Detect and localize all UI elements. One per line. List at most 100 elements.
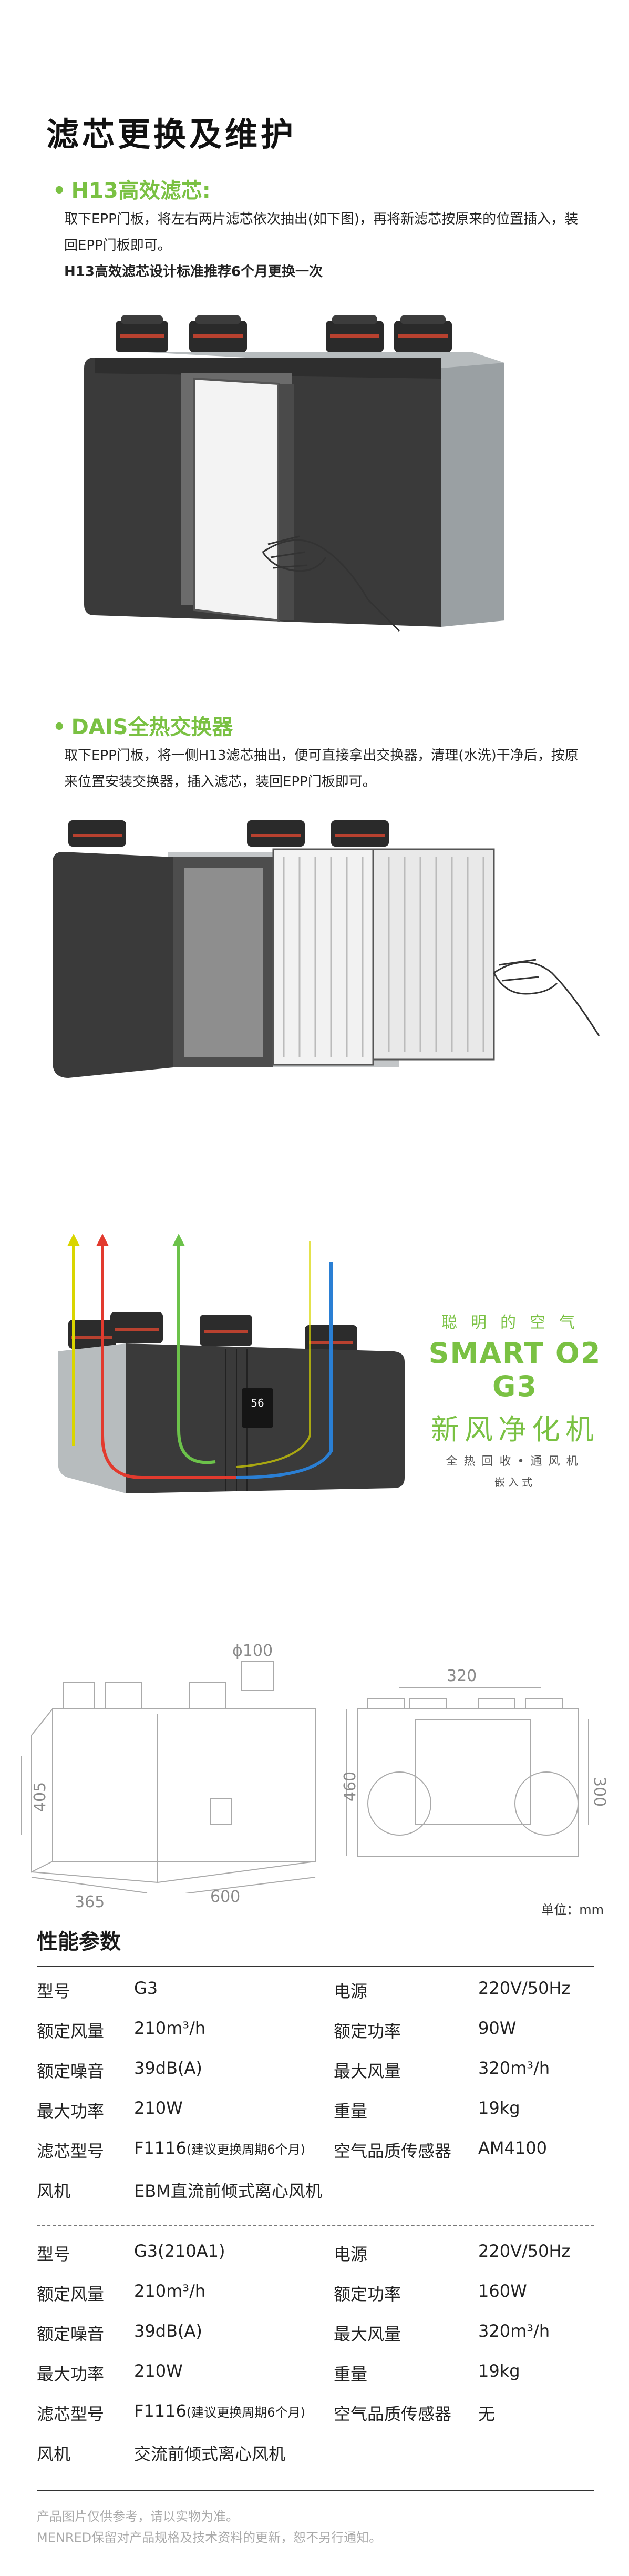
spec-row: 额定噪音 39dB(A) 最大风量 320m³/h: [37, 2321, 604, 2361]
brand-mount-text: 嵌入式: [494, 1476, 535, 1489]
footnote-line-1: 产品图片仅供参考，请以实物为准。: [37, 2509, 239, 2524]
spec-key: 滤芯型号: [37, 2141, 105, 2161]
spec-key: 滤芯型号: [37, 2404, 105, 2424]
spec-key: 电源: [334, 2244, 368, 2264]
spec-key: 最大功率: [37, 2101, 105, 2121]
brand-product-name: 新风净化机: [431, 1413, 599, 1446]
spec-key: 额定噪音: [37, 2324, 105, 2344]
spec-value-note: (建议更换周期6个月): [186, 2142, 305, 2157]
spec-value: G3(210A1): [134, 2241, 225, 2261]
specs-top-rule: [37, 1966, 594, 1967]
spec-row: 滤芯型号 F1116(建议更换周期6个月) 空气品质传感器 无: [37, 2401, 604, 2441]
dim-inner-height: 300: [590, 1776, 609, 1807]
dim-width: 600: [210, 1888, 241, 1906]
spec-key: 额定功率: [334, 2284, 401, 2304]
section-h13-description: 取下EPP门板，将左右两片滤芯依次抽出(如下图)，再将新滤芯按原来的位置插入，装…: [64, 211, 579, 253]
spec-value-text: F1116: [134, 2401, 187, 2421]
spec-key: 重量: [334, 2364, 368, 2384]
spec-value: AM4100: [478, 2138, 547, 2158]
product-airflow-illustration: 56: [58, 1234, 405, 1493]
spec-value: 210m³/h: [134, 2018, 206, 2038]
spec-divider: [37, 2225, 594, 2226]
section-h13-note: H13高效滤芯设计标准推荐6个月更换一次: [64, 264, 323, 280]
spec-row: 额定风量 210m³/h 额定功率 160W: [37, 2281, 604, 2321]
spec-value: 220V/50Hz: [478, 1978, 571, 1998]
spec-value-note: (建议更换周期6个月): [186, 2405, 305, 2420]
spec-value: 无: [478, 2404, 496, 2424]
spec-key: 最大风量: [334, 2061, 401, 2081]
spec-value: F1116(建议更换周期6个月): [134, 2401, 305, 2421]
spec-key: 风机: [37, 2181, 71, 2201]
spec-key: 额定噪音: [37, 2061, 105, 2081]
spec-key: 最大风量: [334, 2324, 401, 2344]
section-title-dais: •DAIS全热交换器: [53, 710, 233, 740]
section-title-h13: •H13高效滤芯:: [53, 174, 211, 204]
spec-key: 风机: [37, 2444, 71, 2464]
brand-mount-type: 嵌入式: [415, 1474, 615, 1489]
spec-value: 320m³/h: [478, 2058, 550, 2078]
dim-height-front: 405: [31, 1781, 50, 1813]
spec-table-1: 型号 G3 电源 220V/50Hz 额定风量 210m³/h 额定功率 90W 额定噪音 3…: [37, 1978, 604, 2218]
spec-row: 额定噪音 39dB(A) 最大风量 320m³/h: [37, 2058, 604, 2098]
brand-model: SMART O2 G3: [428, 1337, 602, 1403]
spec-key: 电源: [334, 1981, 368, 2001]
dim-height-back: 460: [341, 1771, 360, 1802]
dim-inner-width: 320: [447, 1667, 477, 1685]
spec-value: 39dB(A): [134, 2058, 202, 2078]
spec-value: EBM直流前倾式离心风机: [134, 2181, 322, 2201]
spec-value: G3: [134, 1978, 158, 1998]
exchanger-removal-illustration: [53, 820, 600, 1078]
bullet-icon: •: [53, 179, 66, 203]
spec-value: 210W: [134, 2361, 183, 2381]
footnote-line-2: MENRED保留对产品规格及技术资料的更新，恕不另行通知。: [37, 2530, 382, 2545]
spec-row: 型号 G3(210A1) 电源 220V/50Hz: [37, 2241, 604, 2281]
filter-removal-illustration: [84, 315, 504, 632]
spec-value: 160W: [478, 2281, 527, 2301]
spec-value: 90W: [478, 2018, 517, 2038]
spec-key: 型号: [37, 1981, 71, 2001]
spec-key: 重量: [334, 2101, 368, 2121]
spec-row: 型号 G3 电源 220V/50Hz: [37, 1978, 604, 2018]
spec-value-text: F1116: [134, 2138, 187, 2158]
section-title-dais-text: DAIS全热交换器: [71, 715, 233, 739]
spec-value: 19kg: [478, 2361, 520, 2381]
spec-value: 220V/50Hz: [478, 2241, 571, 2261]
brand-block: 聪明的空气 SMART O2 G3 新风净化机 全热回收•通风机 嵌入式: [415, 1309, 615, 1489]
bullet-icon: •: [53, 715, 66, 739]
dim-depth: 365: [75, 1893, 105, 1911]
spec-key: 额定风量: [37, 2021, 105, 2041]
spec-value: 210m³/h: [134, 2281, 206, 2301]
control-panel-display: 56: [251, 1397, 264, 1409]
brand-slogan: 聪明的空气: [441, 1314, 589, 1332]
spec-row: 额定风量 210m³/h 额定功率 90W: [37, 2018, 604, 2058]
section-dais-description: 取下EPP门板，将一侧H13滤芯抽出，便可直接拿出交换器，清理(水洗)干净后，按…: [64, 748, 579, 790]
control-panel: [242, 1388, 273, 1428]
spec-key: 空气品质传感器: [334, 2141, 452, 2161]
spec-row: 风机 EBM直流前倾式离心风机: [37, 2178, 604, 2218]
spec-key: 额定风量: [37, 2284, 105, 2304]
spec-value: 210W: [134, 2098, 183, 2118]
spec-key: 空气品质传感器: [334, 2404, 452, 2424]
spec-value: 交流前倾式离心风机: [134, 2444, 286, 2464]
spec-row: 最大功率 210W 重量 19kg: [37, 2098, 604, 2138]
page-title: 滤芯更换及维护: [46, 115, 297, 154]
brand-subtitle: 全热回收•通风机: [446, 1455, 584, 1468]
spec-value: 39dB(A): [134, 2321, 202, 2341]
spec-row: 滤芯型号 F1116(建议更换周期6个月) 空气品质传感器 AM4100: [37, 2138, 604, 2178]
spec-value: 320m³/h: [478, 2321, 550, 2341]
section-title-h13-text: H13高效滤芯:: [71, 179, 211, 203]
dimension-unit: 单位：mm: [541, 1902, 604, 1917]
specs-bottom-rule: [37, 2490, 594, 2491]
spec-row: 最大功率 210W 重量 19kg: [37, 2361, 604, 2401]
spec-value: F1116(建议更换周期6个月): [134, 2138, 305, 2158]
spec-key: 最大功率: [37, 2364, 105, 2384]
spec-key: 型号: [37, 2244, 71, 2264]
dim-pipe-diameter: ϕ100: [232, 1642, 273, 1660]
spec-key: 额定功率: [334, 2021, 401, 2041]
spec-value: 19kg: [478, 2098, 520, 2118]
dimension-drawing: [21, 1661, 589, 1893]
spec-row: 风机 交流前倾式离心风机: [37, 2441, 604, 2481]
specs-title: 性能参数: [37, 1930, 121, 1954]
spec-table-2: 型号 G3(210A1) 电源 220V/50Hz 额定风量 210m³/h 额定功率 16…: [37, 2241, 604, 2481]
